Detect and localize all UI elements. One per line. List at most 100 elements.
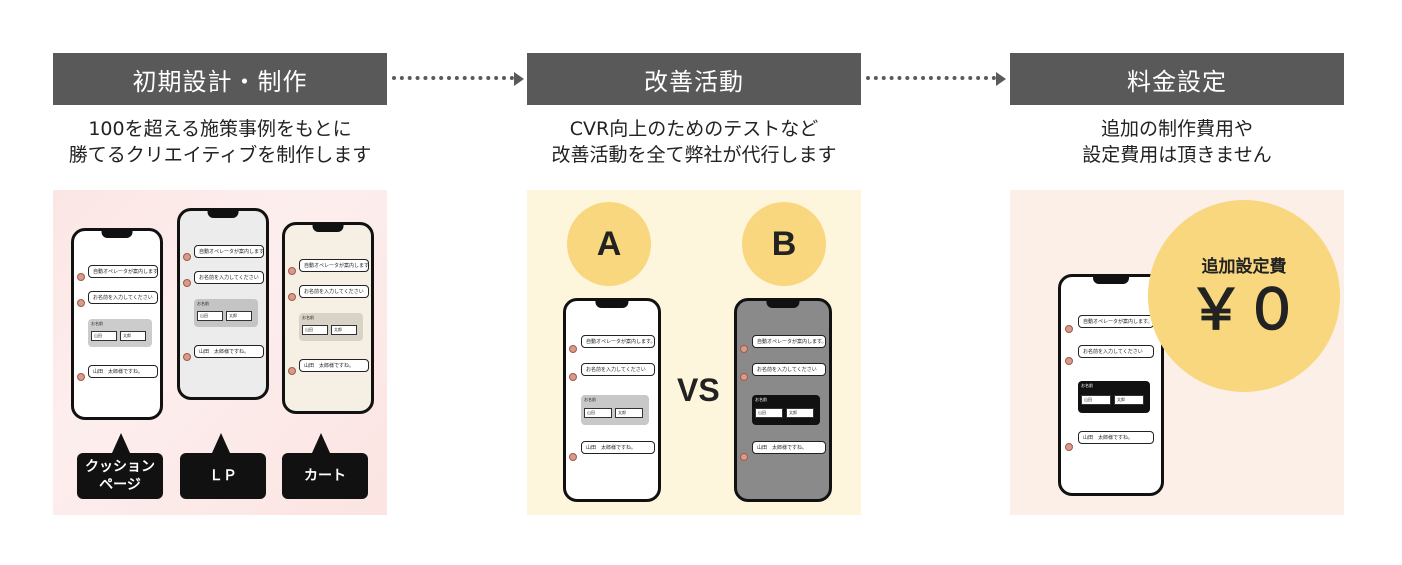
avatar-icon [77, 299, 85, 307]
name-form: お名前 山田 太郎 [299, 313, 363, 341]
form-label: お名前 [755, 397, 767, 402]
form-label: お名前 [91, 321, 103, 326]
chat-bubble: お名前を入力してください [194, 271, 264, 284]
chat-bubble: 自動オペレータが案内します。 [1078, 315, 1154, 328]
last-name-field: 山田 [302, 325, 328, 335]
name-form: お名前 山田 太郎 [88, 319, 152, 347]
step-2-desc-line-1: CVR向上のためのテストなど [569, 118, 819, 140]
name-form: お名前 山田 太郎 [1078, 381, 1150, 413]
avatar-icon [569, 453, 577, 461]
step-1-desc-line-2: 勝てるクリエイティブを制作します [68, 144, 372, 166]
last-name-field: 山田 [755, 408, 783, 418]
step-1-description: 100を超える施策事例をもとに 勝てるクリエイティブを制作します [30, 116, 410, 168]
tag-cart: カート [282, 453, 368, 499]
avatar-icon [740, 373, 748, 381]
arrow-1-to-2 [392, 72, 524, 86]
first-name-field: 太郎 [331, 325, 357, 335]
avatar-icon [740, 453, 748, 461]
first-name-field: 太郎 [120, 331, 146, 341]
step-3-title: 料金設定 [1127, 67, 1227, 96]
step-2-desc-line-2: 改善活動を全て弊社が代行します [551, 144, 837, 166]
first-name-field: 太郎 [226, 311, 252, 321]
phone-cushion-page: 自動オペレータが案内します。 お名前を入力してください お名前 山田 太郎 山田… [71, 228, 163, 420]
phone-variant-b: 自動オペレータが案内します。 お名前を入力してください お名前 山田 太郎 山田… [734, 298, 832, 502]
last-name-field: 山田 [584, 408, 612, 418]
name-form: お名前 山田 太郎 [194, 299, 258, 327]
form-label: お名前 [584, 397, 596, 402]
avatar-icon [77, 273, 85, 281]
avatar-icon [288, 293, 296, 301]
avatar-icon [288, 267, 296, 275]
chat-bubble: 自動オペレータが案内します。 [88, 265, 158, 278]
last-name-field: 山田 [91, 331, 117, 341]
avatar-icon [183, 253, 191, 261]
chat-bubble: お名前を入力してください [299, 285, 369, 298]
chat-bubble: お名前を入力してください [752, 363, 826, 376]
avatar-icon [1065, 443, 1073, 451]
chat-bubble: 山田 太郎様ですね。 [1078, 431, 1154, 444]
last-name-field: 山田 [197, 311, 223, 321]
chat-bubble: 山田 太郎様ですね。 [88, 365, 158, 378]
chat-bubble: 自動オペレータが案内します。 [194, 245, 264, 258]
step-2-header: 改善活動 [527, 53, 861, 105]
first-name-field: 太郎 [1114, 395, 1144, 405]
step-2-description: CVR向上のためのテストなど 改善活動を全て弊社が代行します [504, 116, 884, 168]
pricing-panel: 自動オペレータが案内します。 お名前を入力してください お名前 山田 太郎 山田… [1010, 190, 1344, 515]
step-2-title: 改善活動 [644, 67, 744, 96]
last-name-field: 山田 [1081, 395, 1111, 405]
phone-pricing: 自動オペレータが案内します。 お名前を入力してください お名前 山田 太郎 山田… [1058, 274, 1164, 496]
step-1-desc-line-1: 100を超える施策事例をもとに [88, 118, 352, 140]
phone-variant-a: 自動オペレータが案内します。 お名前を入力してください お名前 山田 太郎 山田… [563, 298, 661, 502]
variant-a-label: A [567, 202, 651, 286]
avatar-icon [569, 373, 577, 381]
vs-label: VS [677, 372, 720, 408]
chat-bubble: お名前を入力してください [1078, 345, 1154, 358]
step-3-desc-line-1: 追加の制作費用や [1100, 118, 1253, 140]
name-form: お名前 山田 太郎 [752, 395, 820, 425]
name-form: お名前 山田 太郎 [581, 395, 649, 425]
first-name-field: 太郎 [615, 408, 643, 418]
arrow-2-to-3 [866, 72, 1006, 86]
tag-pointer-icon [312, 433, 330, 453]
tag-pointer-icon [212, 433, 230, 453]
step-1-header: 初期設計・制作 [53, 53, 387, 105]
variant-b-label: B [742, 202, 826, 286]
avatar-icon [288, 367, 296, 375]
step-3-description: 追加の制作費用や 設定費用は頂きません [987, 116, 1367, 168]
step-3-desc-line-2: 設定費用は頂きません [1082, 144, 1272, 166]
price-badge: 追加設定費 ￥０ [1148, 200, 1340, 392]
avatar-icon [1065, 325, 1073, 333]
price-badge-value: ￥０ [1188, 277, 1300, 343]
chat-bubble: お名前を入力してください [88, 291, 158, 304]
step-3-header: 料金設定 [1010, 53, 1344, 105]
form-label: お名前 [1081, 383, 1093, 388]
avatar-icon [1065, 357, 1073, 365]
ab-test-panel: A B 自動オペレータが案内します。 お名前を入力してください お名前 山田 太… [527, 190, 861, 515]
chat-bubble: 山田 太郎様ですね。 [581, 441, 655, 454]
form-label: お名前 [197, 301, 209, 306]
form-label: お名前 [302, 315, 314, 320]
avatar-icon [183, 279, 191, 287]
chat-bubble: 自動オペレータが案内します。 [752, 335, 826, 348]
first-name-field: 太郎 [786, 408, 814, 418]
chat-bubble: お名前を入力してください [581, 363, 655, 376]
creative-panel: 自動オペレータが案内します。 お名前を入力してください お名前 山田 太郎 山田… [53, 190, 387, 515]
tag-lp: ＬＰ [180, 453, 266, 499]
phone-cart: 自動オペレータが案内します。 お名前を入力してください お名前 山田 太郎 山田… [282, 222, 374, 414]
avatar-icon [77, 373, 85, 381]
phone-lp: 自動オペレータが案内します。 お名前を入力してください お名前 山田 太郎 山田… [177, 208, 269, 400]
chat-bubble: 山田 太郎様ですね。 [194, 345, 264, 358]
avatar-icon [569, 345, 577, 353]
chat-bubble: 自動オペレータが案内します。 [581, 335, 655, 348]
chat-bubble: 自動オペレータが案内します。 [299, 259, 369, 272]
tag-cushion-page: クッション ページ [77, 453, 163, 499]
arrow-head-icon [514, 72, 524, 86]
avatar-icon [183, 353, 191, 361]
arrow-head-icon [996, 72, 1006, 86]
avatar-icon [740, 345, 748, 353]
chat-bubble: 山田 太郎様ですね。 [752, 441, 826, 454]
step-1-title: 初期設計・制作 [132, 67, 308, 96]
price-badge-label: 追加設定費 [1201, 256, 1287, 277]
tag-pointer-icon [112, 433, 130, 453]
chat-bubble: 山田 太郎様ですね。 [299, 359, 369, 372]
